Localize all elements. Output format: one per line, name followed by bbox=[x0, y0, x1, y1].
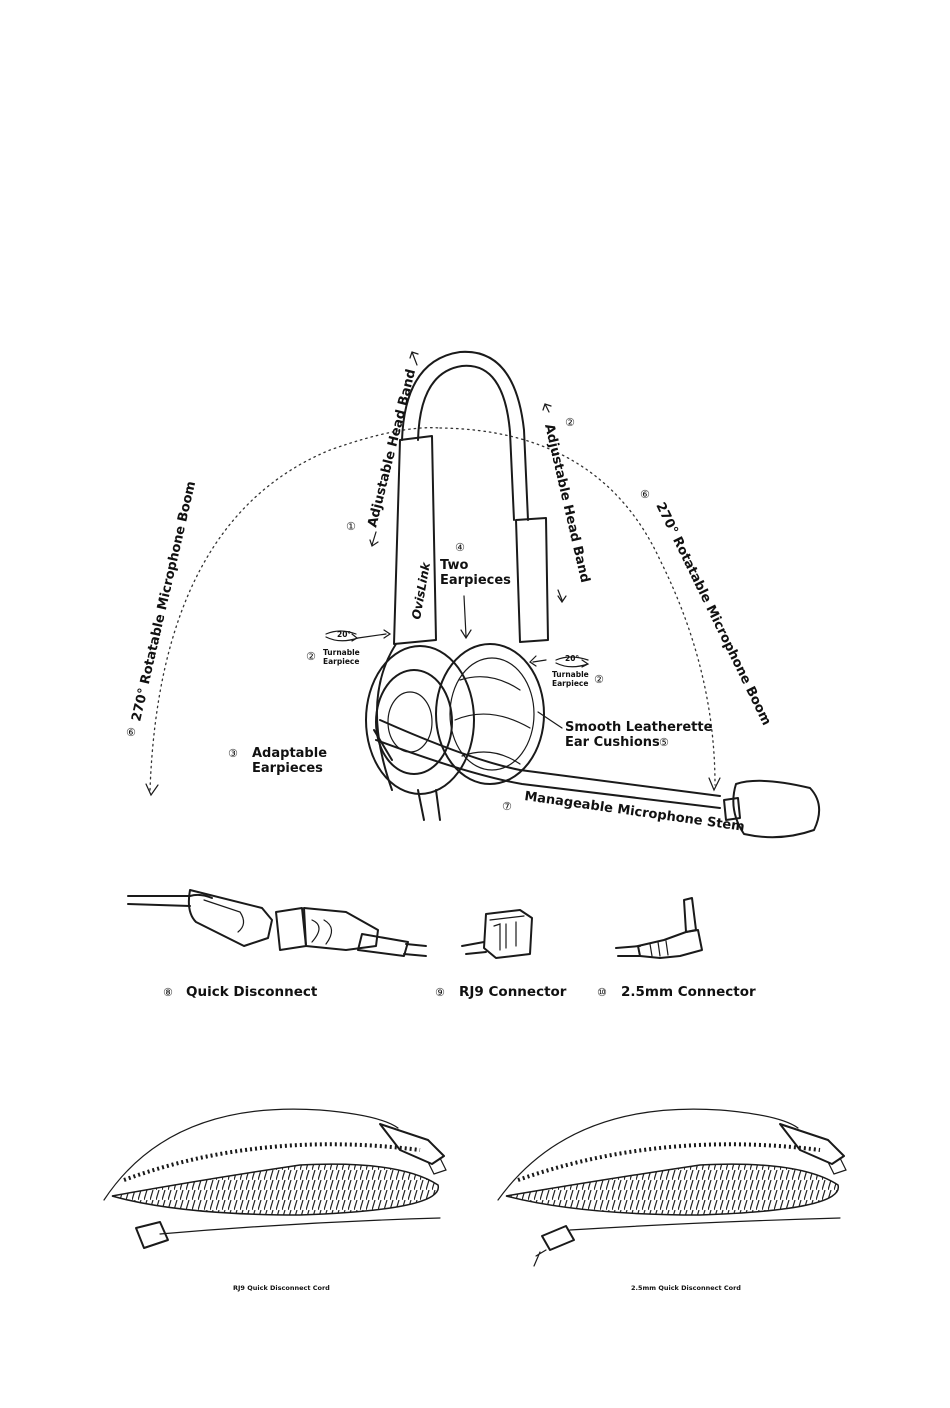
arrow-down-left-icon bbox=[145, 783, 159, 797]
jack-2-5mm-illustration bbox=[615, 897, 703, 959]
connector-10-number: ⑩ bbox=[597, 986, 607, 999]
arrow-icon bbox=[542, 403, 552, 413]
callout-4-line2: Earpieces bbox=[440, 573, 511, 588]
turnable-right-text2: Earpiece bbox=[552, 679, 588, 688]
rj9-connector-illustration bbox=[461, 909, 533, 959]
callout-6-right-label: 270° Rotatable Microphone Boom bbox=[652, 500, 773, 728]
connector-9-number: ⑨ bbox=[435, 986, 445, 999]
callout-3-line2: Earpieces bbox=[252, 761, 323, 776]
rotate-arrow-icon bbox=[555, 656, 589, 661]
turnable-right-number: ② bbox=[594, 673, 604, 686]
cord-2-caption: 2.5mm Quick Disconnect Cord bbox=[631, 1284, 741, 1292]
callout-3-line1: Adaptable bbox=[252, 746, 327, 761]
callout-7-number: ⑦ bbox=[502, 800, 512, 813]
turnable-left-angle: 20° bbox=[337, 630, 351, 639]
callout-4-number: ④ bbox=[455, 541, 465, 554]
callout-2-label: Adjustable Head Band bbox=[541, 423, 592, 585]
callout-6-right-number: ⑥ bbox=[640, 488, 650, 501]
quick-disconnect-illustration bbox=[127, 889, 427, 957]
callout-5-line1: Smooth Leatherette bbox=[565, 720, 713, 735]
turnable-right-angle: 20° bbox=[565, 654, 579, 663]
callout-6-left-number: ⑥ bbox=[126, 726, 136, 739]
callout-5-line2: Ear Cushions bbox=[565, 735, 660, 750]
rotation-arc-right bbox=[439, 427, 716, 786]
callout-1-label: Adjustable Head Band bbox=[365, 368, 419, 529]
headset-illustration: OvisLink bbox=[365, 350, 821, 839]
connector-10-label: 2.5mm Connector bbox=[621, 984, 756, 1000]
turnable-right-text1: Turnable bbox=[552, 670, 589, 679]
arrow-icon bbox=[557, 589, 567, 604]
callout-1-number: ① bbox=[346, 520, 356, 533]
rotate-arrow-icon bbox=[325, 630, 357, 635]
callout-5-number: ⑤ bbox=[659, 736, 669, 749]
jack-quick-disconnect-cord bbox=[497, 1108, 847, 1267]
brand-logo: OvisLink bbox=[409, 560, 433, 620]
cord-1-caption: RJ9 Quick Disconnect Cord bbox=[233, 1284, 330, 1292]
arrow-down-right-icon bbox=[708, 777, 721, 792]
callout-6-left-label: 270° Rotatable Microphone Boom bbox=[129, 480, 199, 723]
rj9-quick-disconnect-cord bbox=[103, 1108, 447, 1249]
turnable-left-number: ② bbox=[306, 650, 316, 663]
arrow-icon bbox=[369, 531, 379, 547]
arrow-icon bbox=[409, 351, 419, 366]
turnable-left-text1: Turnable bbox=[323, 648, 360, 657]
connector-8-label: Quick Disconnect bbox=[186, 984, 318, 1000]
callout-2-number: ② bbox=[565, 416, 575, 429]
callout-3-number: ③ bbox=[228, 747, 238, 760]
turnable-left-text2: Earpiece bbox=[323, 657, 359, 666]
connector-9-label: RJ9 Connector bbox=[459, 984, 567, 1000]
callout-4-line1: Two bbox=[440, 558, 468, 573]
connector-8-number: ⑧ bbox=[163, 986, 173, 999]
